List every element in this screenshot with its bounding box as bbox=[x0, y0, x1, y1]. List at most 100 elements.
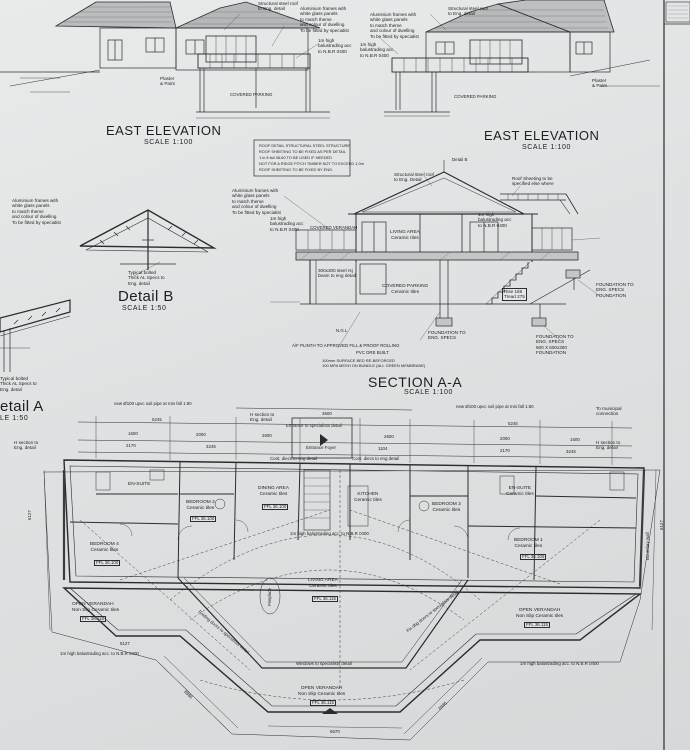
plan-room-bedroom-2: BEDROOM 2 Ceramic tiles bbox=[186, 500, 215, 511]
plan-room-ensuite-right: EN-SUITE Ceramic tiles bbox=[506, 486, 534, 497]
detail-b-scale: SCALE 1:50 bbox=[122, 305, 167, 312]
plan-dim: 6127 bbox=[659, 520, 664, 530]
plan-dim: 1600 bbox=[570, 437, 580, 442]
plan-ffl-verandah-bottom: FFL 36.115 bbox=[310, 700, 336, 707]
plan-label-fireplace: Fireplace bbox=[267, 587, 272, 606]
section-a-a-title: SECTION A-A bbox=[368, 374, 463, 390]
east-elevation-left-title: EAST ELEVATION bbox=[106, 123, 222, 138]
plan-note-cont-left: Cont. diecs to eng detail bbox=[270, 456, 318, 461]
plan-note-entrance: Entrance to specialists detail bbox=[286, 423, 342, 428]
plan-dim: 2170 bbox=[126, 443, 136, 448]
plan-room-ensuite-left: EN-SUITE bbox=[128, 482, 151, 487]
roof-notes: ROOF DETAIL STRUCTURAL STEEL STRUCTURE R… bbox=[259, 143, 364, 172]
section-note-pvc: PVC DRE BUILT bbox=[356, 350, 389, 355]
plan-room-living: LIVING AREA Ceramic tiles bbox=[308, 578, 338, 589]
plan-note-municipal: To municipal connection bbox=[596, 406, 622, 417]
plan-dim: 5245 bbox=[152, 417, 162, 422]
plan-ffl-verandah-left: FFL 36.115 bbox=[80, 616, 106, 623]
plan-dim: 2170 bbox=[500, 448, 510, 453]
section-note-foundation-1: FOUNDATION TO ENG. SPECS bbox=[428, 330, 466, 341]
plan-label-boundary: Boundary wall bbox=[645, 532, 650, 560]
section-note-foundation-2: FOUNDATION TO ENG. SPECS 600 X 600x300 F… bbox=[536, 334, 574, 356]
floor-plan-drawing bbox=[43, 407, 661, 741]
elev-left-note-parking: COVERED PARKING bbox=[230, 92, 273, 97]
plan-ffl-verandah-right: FFL 36.115 bbox=[524, 622, 550, 629]
east-elevation-right-scale: SCALE 1:100 bbox=[522, 144, 572, 151]
plan-dim: 1600 bbox=[128, 431, 138, 436]
plan-note-h-section-2: H section to Eng. detail bbox=[250, 412, 275, 423]
detail-a-title: etail A bbox=[0, 398, 44, 415]
elev-left-note-frames: Aluminium frames with white glass panels… bbox=[300, 6, 349, 33]
section-note-sheeting: Roof Sheeting to be specified else where bbox=[512, 176, 554, 187]
roof-notes-box bbox=[253, 139, 351, 177]
plan-ffl-dining: FFL 36.100 bbox=[262, 504, 289, 511]
plan-note-balustrade-left: 1m high balustrading acc. to N.B.R 0400 bbox=[60, 651, 139, 656]
elev-right-note-frames: Aluminium frames with white glass panels… bbox=[370, 12, 419, 39]
elev-right-note-roof: Structural steel roof to Eng. detail bbox=[448, 6, 488, 17]
section-note-frames: Aluminium frames with white glass panels… bbox=[232, 188, 281, 215]
elev-right-note-plaster: Plaster & Paint bbox=[592, 78, 607, 89]
elev-right-note-balustrade: 1m high balustrading acc to N.B.R 0400 bbox=[360, 42, 394, 58]
elev-left-note-balustrade: 1m high balustrading acc to N.B.R 0400 bbox=[318, 38, 352, 54]
east-elevation-right-title: EAST ELEVATION bbox=[484, 128, 600, 143]
detail-b-title: Detail B bbox=[118, 288, 174, 305]
plan-room-kitchen: KITCHEN Ceramic tiles bbox=[354, 492, 382, 503]
plan-note-balustrade-right: 1m high balustrading acc. to N.B.R 0400 bbox=[520, 661, 599, 666]
plan-label-foyer: Entrance Foyer bbox=[306, 445, 337, 450]
section-note-foundation-3: FOUNDATION TO ENG. SPECS FOUNDATION bbox=[596, 282, 634, 298]
section-note-roof: Structural steel roof to Eng. Detail bbox=[394, 172, 434, 183]
plan-dim: 3600 bbox=[322, 411, 332, 416]
plan-note-h-section-1: H section to Eng. detail bbox=[14, 440, 39, 451]
plan-verandah-bottom: OPEN VERANDAH Non Slip Ceramic tiles bbox=[298, 686, 346, 697]
plan-dim: 6127 bbox=[27, 510, 32, 520]
detail-b-note-bolted: Typical bolted Thick AL Specs to Eng. de… bbox=[128, 270, 165, 286]
elev-right-note-parking: COVERED PARKING bbox=[454, 94, 497, 99]
section-note-stair: Rise 188 Tread 275 bbox=[502, 288, 527, 301]
section-note-balustrade-right: 1m high balustrading acc to N.B.R 0400 bbox=[478, 212, 512, 228]
plan-dim: 2600 bbox=[262, 433, 272, 438]
plan-ffl-bedroom-4: FFL 36.100 bbox=[94, 560, 121, 567]
detail-a-note-bolted: Typical bolted Thick AL Specs to Eng. de… bbox=[0, 376, 37, 392]
detail-a-drawing bbox=[0, 299, 71, 372]
plan-dim: 5127 bbox=[120, 641, 130, 646]
plan-ffl-living: FFL 36.115 bbox=[312, 596, 338, 603]
plan-ffl-bedroom-2: FFL 36.100 bbox=[190, 516, 217, 523]
plan-note-windows: Windows to specialists detail bbox=[296, 661, 352, 666]
plan-verandah-left: OPEN VERANDAH Non Slip Ceramic tiles bbox=[72, 602, 120, 613]
plan-dim: 5245 bbox=[508, 421, 518, 426]
section-a-a-drawing bbox=[270, 160, 601, 349]
detail-b-drawing bbox=[79, 209, 217, 277]
detail-b-note-frames: Aluminium frames with white glass panels… bbox=[12, 198, 61, 225]
section-note-plinth: A/F PLINTH TO APPROVED FILL & PROOF ROLL… bbox=[292, 343, 400, 348]
plan-dim: 2000 bbox=[196, 432, 206, 437]
plan-note-balustrade-inner: 1m high balustrading acc. to N.B.R 0400 bbox=[290, 531, 369, 536]
plan-note-soil-pipe-left: new Ø100 upvc soil pipe at min fall 1:60 bbox=[114, 401, 192, 406]
plan-ffl-bedroom-1: FFL 36.100 bbox=[520, 554, 547, 561]
plan-note-soil-pipe-right: new Ø100 upvc soil pipe at min fall 1:60 bbox=[456, 404, 534, 409]
section-room-parking: COVERED PARKING Ceramic tiles bbox=[382, 284, 429, 295]
section-note-balustrade-left: 1m high balustrading acc to N.B.R 0400 bbox=[270, 216, 304, 232]
section-note-ngl: N.G.L bbox=[336, 328, 348, 333]
section-note-covered-verandah: COVERED VERANDAH bbox=[310, 225, 358, 230]
east-elevation-left bbox=[0, 1, 330, 119]
section-note-detail-b: Detail B bbox=[452, 157, 468, 162]
elev-left-note-plaster: Plaster & Paint bbox=[160, 76, 175, 87]
plan-room-dining: DINING AREA Ceramic tiles bbox=[258, 486, 289, 497]
title-block-rules bbox=[668, 5, 688, 19]
plan-room-bedroom-3: BEDROOM 3 Ceramic tiles bbox=[432, 502, 461, 513]
plan-note-h-section-3: H section to Eng. detail bbox=[596, 440, 621, 451]
section-note-surface-bed: 100mm SURFACE BED RE-BEFORCED 100 MPA ME… bbox=[322, 358, 426, 369]
section-room-living: LIVING AREA Ceramic tiles bbox=[390, 230, 420, 241]
plan-dim: 2600 bbox=[384, 434, 394, 439]
plan-room-bedroom-1: BEDROOM 1 Ceramic tiles bbox=[514, 538, 543, 549]
east-elevation-right bbox=[379, 0, 660, 117]
plan-verandah-right: OPEN VERANDAH Non Slip Ceramic tiles bbox=[516, 608, 564, 619]
detail-a-scale: LE 1:50 bbox=[0, 415, 29, 422]
plan-note-cont-right: Cont. diecs to eng detail bbox=[352, 456, 400, 461]
east-elevation-left-scale: SCALE 1:100 bbox=[144, 139, 194, 146]
plan-dim: 3245 bbox=[566, 449, 576, 454]
section-a-a-scale: SCALE 1:100 bbox=[404, 389, 454, 396]
elev-left-note-roof: Structural steel roof to Eng. detail bbox=[258, 1, 298, 12]
